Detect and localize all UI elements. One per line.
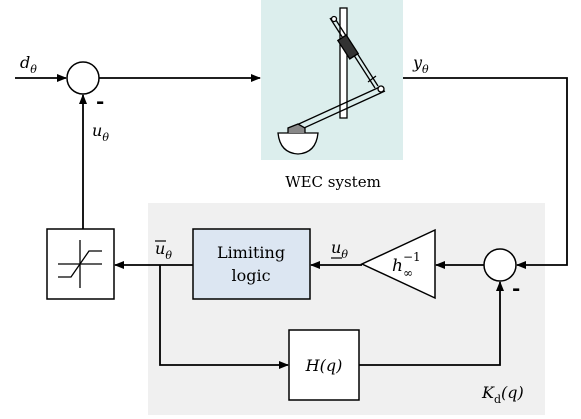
svg-text:uθ: uθ <box>331 238 348 261</box>
filter-block <box>288 329 360 401</box>
unlimited-control-label: uθ <box>155 239 172 262</box>
wec-device-icon <box>277 7 386 155</box>
wire-output <box>403 77 568 269</box>
limited-control-label: uθ <box>331 238 348 261</box>
filter-label: H(q) <box>305 356 343 375</box>
limiting-logic-block <box>192 228 311 300</box>
minus-sign-feedback: - <box>512 276 520 300</box>
output-label: yθ <box>412 53 429 76</box>
controller-label: Kd(q) <box>481 383 524 406</box>
wire-to-filter <box>159 265 289 369</box>
limiting-logic-line2: logic <box>231 266 270 285</box>
wec-system-caption: WEC system <box>285 173 381 191</box>
summing-junction-input <box>66 61 100 95</box>
minus-sign-input: - <box>96 89 104 113</box>
saturation-block <box>46 228 115 300</box>
gain-label: h∞−1 <box>392 250 421 280</box>
saturation-icon <box>58 240 102 288</box>
wire-filter-out <box>359 281 504 366</box>
svg-text:uθ: uθ <box>155 239 172 262</box>
limiting-logic-line1: Limiting <box>217 243 285 262</box>
control-input-label: uθ <box>92 121 109 144</box>
disturbance-label: dθ <box>20 53 37 76</box>
